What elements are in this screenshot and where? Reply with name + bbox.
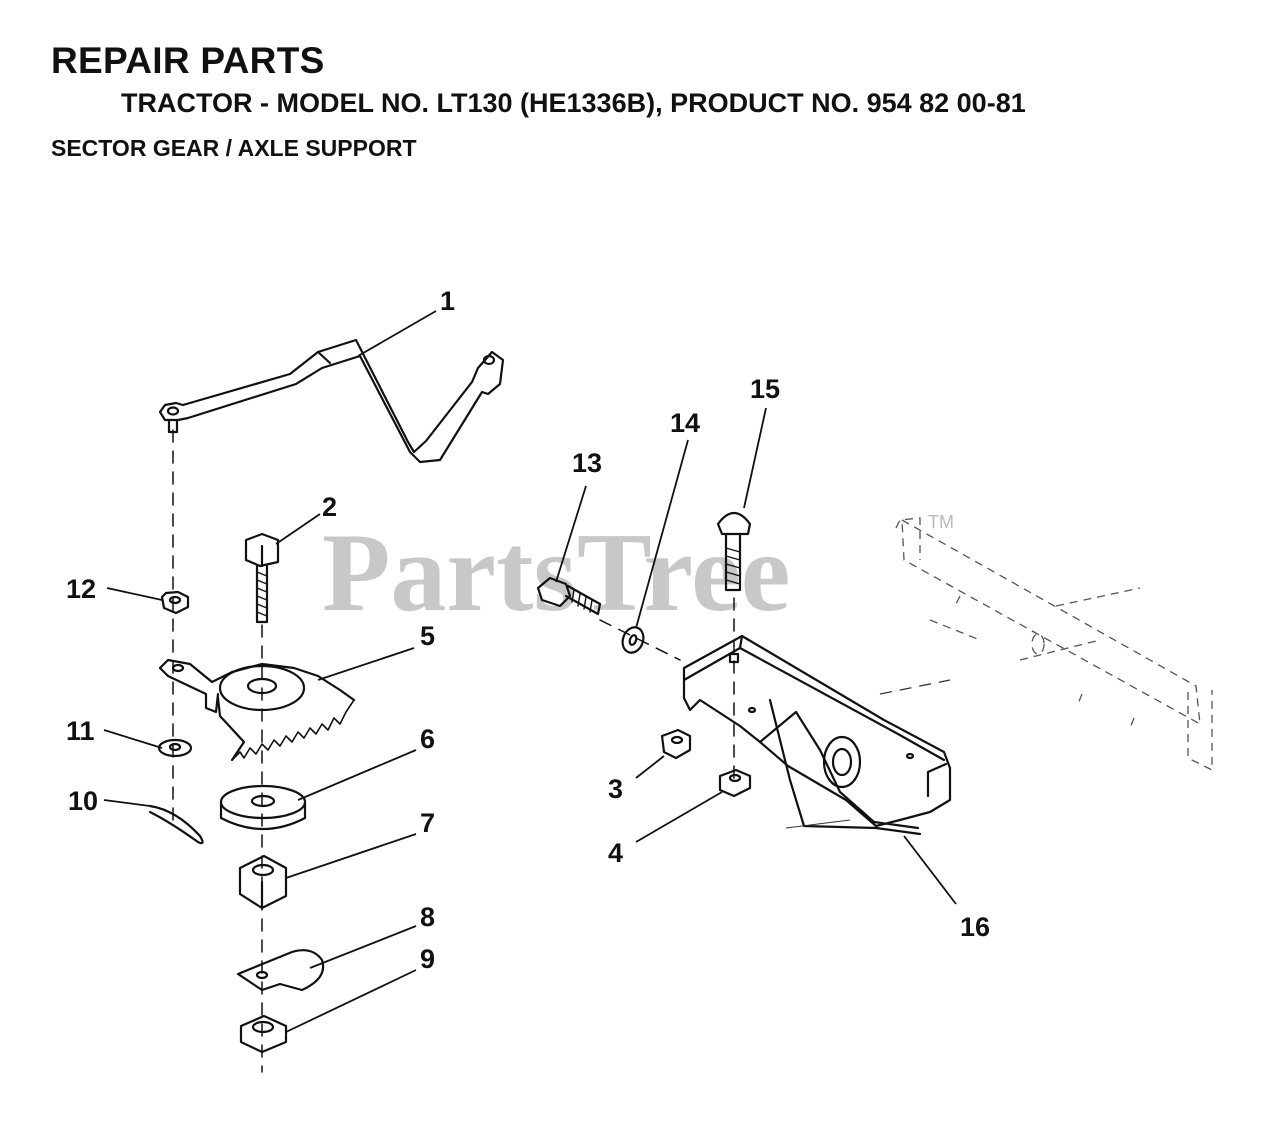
callout-7: 7 (420, 808, 435, 838)
callout-2: 2 (322, 492, 337, 522)
callout-10: 10 (68, 786, 98, 816)
part-clip (236, 949, 325, 992)
part-washer-14 (621, 626, 645, 654)
callout-9: 9 (420, 944, 435, 974)
section-title: SECTOR GEAR / AXLE SUPPORT (51, 135, 417, 161)
part-washer-11 (157, 738, 193, 758)
callout-11: 11 (66, 716, 95, 746)
part-bolt-13 (536, 576, 602, 616)
leader-lines (103, 310, 957, 1033)
callout-3: 3 (608, 774, 623, 804)
callout-12: 12 (66, 574, 96, 604)
callout-15: 15 (750, 374, 780, 404)
part-axle-support (682, 634, 952, 836)
part-nut-3 (660, 728, 692, 760)
callout-1: 1 (440, 286, 455, 316)
part-cotter-pin (148, 804, 204, 845)
model-subtitle: TRACTOR - MODEL NO. LT130 (HE1336B), PRO… (121, 88, 1026, 118)
callout-16: 16 (960, 912, 990, 942)
phantom-axle (895, 517, 1213, 772)
part-drag-link (158, 338, 505, 464)
part-carriage-bolt (716, 511, 752, 592)
part-hex-nut-7 (238, 854, 288, 910)
callout-8: 8 (420, 902, 435, 932)
part-sector-gear (158, 658, 356, 762)
watermark-text: PartsTree (322, 511, 791, 635)
part-bolt (244, 532, 280, 624)
page-title: REPAIR PARTS (51, 40, 325, 81)
part-nut-12 (160, 590, 190, 615)
part-flat-washer (219, 784, 307, 831)
part-jam-nut-9 (239, 1014, 288, 1054)
callout-6: 6 (420, 724, 435, 754)
callout-13: 13 (572, 448, 602, 478)
watermark-trademark: TM (928, 512, 954, 532)
callout-5: 5 (420, 621, 435, 651)
callout-14: 14 (670, 408, 700, 438)
callout-4: 4 (608, 838, 623, 868)
part-nut-4 (718, 768, 752, 798)
